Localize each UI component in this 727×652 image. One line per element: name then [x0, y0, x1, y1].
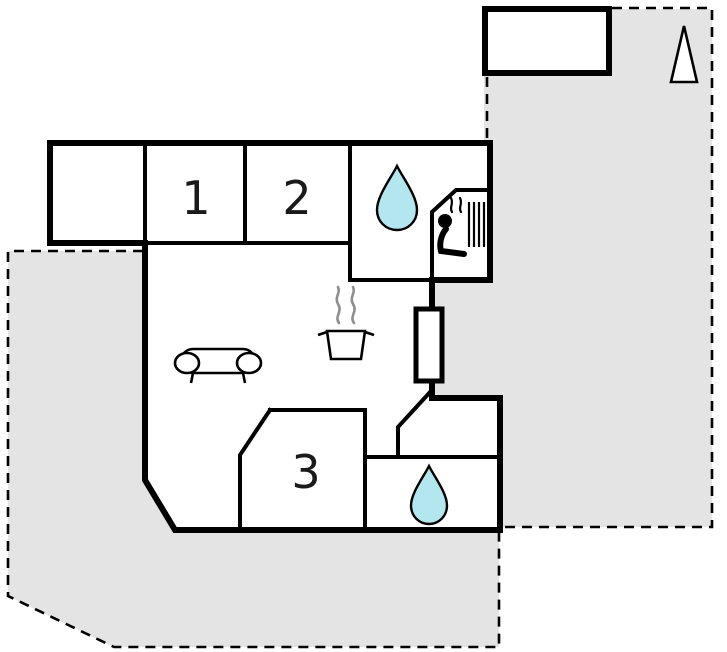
pot-steam — [350, 285, 356, 325]
interior-walls — [143, 141, 502, 532]
sauna-person-head — [438, 214, 452, 228]
sauna-person-body — [437, 226, 467, 257]
building-outline — [47, 140, 503, 533]
sauna-heater-stripes — [467, 202, 486, 247]
north-arrow-icon — [669, 25, 699, 84]
terrace-right-border — [485, 6, 714, 529]
terrace-left — [8, 251, 499, 647]
outbuilding — [482, 6, 612, 76]
sauna-icon — [437, 196, 486, 257]
water-drop-icon — [375, 163, 419, 232]
room-2-label: 2 — [282, 171, 311, 225]
room-1-label: 1 — [181, 171, 210, 225]
sofa-icon — [173, 347, 263, 384]
sauna-steam — [449, 196, 463, 214]
cooking-pot-icon — [317, 285, 375, 361]
room-3-label: 3 — [291, 445, 320, 499]
water-drop-icon — [409, 463, 449, 526]
pot-steam — [335, 285, 341, 325]
fireplace-icon — [413, 306, 445, 384]
